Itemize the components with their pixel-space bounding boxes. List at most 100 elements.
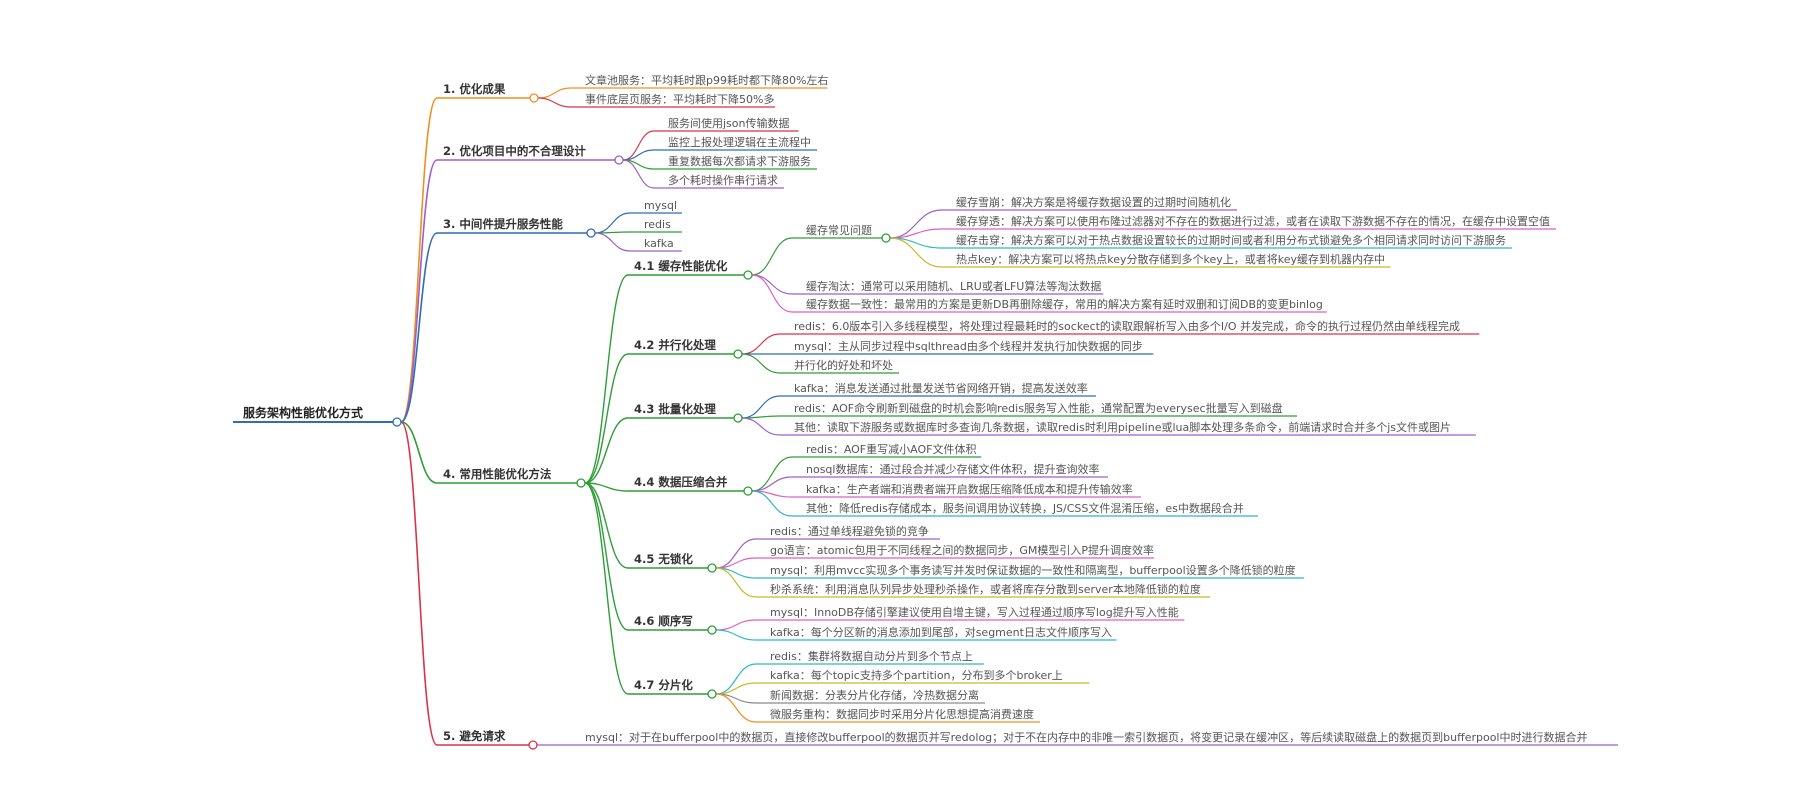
leaf-3-1: mysql [644, 199, 677, 212]
sub-toggle-1[interactable] [743, 270, 753, 280]
leaf-4-5-2: go语言：atomic包用于不同线程之间的数据同步，GM模型引入P提升调度效率 [770, 543, 1154, 557]
main-node-2: 2. 优化项目中的不合理设计 [443, 144, 586, 158]
main-toggle-4[interactable] [576, 478, 586, 488]
sub-link-2 [584, 353, 629, 484]
leaf-4-4-1-link [751, 456, 793, 492]
cache-issue-4-link [889, 237, 943, 268]
main-link-2 [400, 159, 438, 423]
sub-toggle-6[interactable] [707, 625, 717, 635]
leaf-4-6-1: mysql：InnoDB存储引擎建议使用自增主键，写入过程通过顺序写log提升写… [770, 605, 1179, 619]
main-link-5 [400, 421, 438, 746]
leaf-4-3-3-link [741, 417, 781, 436]
leaf-4-7-1: redis：集群将数据自动分片到多个节点上 [770, 649, 973, 663]
leaf-4-4-3: kafka：生产者端和消费者端开启数据压缩降低成本和提升传输效率 [806, 482, 1133, 496]
sub-toggle-2[interactable] [733, 349, 743, 359]
sub-link-5 [584, 482, 629, 569]
leaf-4-7-2: kafka：每个topic支持多个partition，分布到多个broker上 [770, 668, 1063, 682]
sub-node-6: 4.6 顺序写 [634, 614, 693, 628]
leaf-4-2-1: redis：6.0版本引入多线程模型，将处理过程最耗时的sockect的读取跟解… [794, 319, 1460, 333]
leaf-3-2: redis [644, 218, 671, 231]
leaf-4-3-1: kafka：消息发送通过批量发送节省网络开销，提高发送效率 [794, 381, 1088, 395]
leaf-4-5-1: redis：通过单线程避免锁的竞争 [770, 524, 929, 538]
sub-toggle-3[interactable] [733, 413, 743, 423]
sub-link-6 [584, 482, 629, 631]
sub-toggle-7[interactable] [707, 689, 717, 699]
leaf-4-7-1-link [715, 663, 757, 695]
leaf-4-2-2: mysql：主从同步过程中sqlthread由多个线程并发执行加快数据的同步 [794, 339, 1143, 353]
leaf-1-1: 文章池服务：平均耗时跟p99耗时都下降80%左右 [585, 73, 828, 87]
leaf-4-4-2-link [751, 476, 793, 492]
leaf-1-1-link [537, 87, 572, 99]
leaf-4-7-3: 新闻数据：分表分片化存储，冷热数据分离 [770, 688, 979, 702]
leaf-4-4-2: nosql数据库：通过段合并减少存储文件体积，提升查询效率 [806, 462, 1099, 476]
leaf-4-4-4-link [751, 490, 793, 517]
leaf-4-7-4-link [715, 693, 757, 723]
leaf-4-6-2: kafka：每个分区新的消息添加到尾部，对segment日志文件顺序写入 [770, 625, 1112, 639]
node-underlines [233, 87, 1618, 746]
leaf-5-1: mysql：对于在bufferpool中的数据页，直接修改bufferpool的… [585, 730, 1587, 744]
leaf-4-4-1: redis：AOF重写减小AOF文件体积 [806, 442, 976, 456]
sub-node-5: 4.5 无锁化 [634, 552, 693, 566]
cache-issue-3: 缓存击穿：解决方案可以对于热点数据设置较长的过期时间或者利用分布式锁避免多个相同… [956, 233, 1506, 247]
node-labels: 服务架构性能优化方式 1. 优化成果 文章池服务：平均耗时跟p99耗时都下降80%左… [243, 73, 1587, 744]
leaf-2-1: 服务间使用json传输数据 [668, 116, 790, 130]
cache-issue-2: 缓存穿透：解决方案可以使用布隆过滤器对不存在的数据进行过滤，或者在读取下游数据不… [956, 214, 1550, 228]
leaf-4-2-1-link [741, 333, 781, 355]
leaf-4-4-4: 其他：降低redis存储成本，服务间调用协议转换，JS/CSS文件混淆压缩，es… [806, 501, 1244, 515]
leaf-4-2-3-link [741, 353, 781, 374]
leaf-4-5-4-link [715, 567, 757, 598]
leaf-4-3-1-link [741, 395, 781, 419]
sub-link-1 [584, 274, 629, 484]
leaf-2-4-link [622, 159, 655, 189]
sub-node-2: 4.2 并行化处理 [634, 338, 716, 352]
leaf-4-6-2-link [715, 629, 757, 641]
cache-issue-1: 缓存雪崩：解决方案是将缓存数据设置的过期时间随机化 [956, 195, 1231, 209]
main-node-1: 1. 优化成果 [443, 82, 506, 96]
leaf-3-3: kafka [644, 237, 674, 250]
sub-toggle-5[interactable] [707, 563, 717, 573]
leaf-2-4: 多个耗时操作串行请求 [668, 173, 778, 187]
leaf-3-3-link [594, 232, 631, 252]
sub-node-3: 4.3 批量化处理 [634, 402, 716, 416]
cache-issue-4: 热点key：解决方案可以将热点key分散存储到多个key上，或者将key缓存到机… [956, 252, 1385, 266]
main-link-4 [400, 421, 438, 484]
leaf-1-2-link [537, 97, 572, 108]
root-toggle[interactable] [392, 417, 402, 427]
cache-leaf-2-link [751, 274, 793, 295]
main-toggle-3[interactable] [586, 228, 596, 238]
sub-link-3 [584, 417, 629, 484]
main-toggle-5[interactable] [528, 740, 538, 750]
connector-lines [400, 87, 943, 746]
cache-leaf-2: 缓存淘汰：通常可以采用随机、LRU或者LFU算法等淘汰数据 [806, 279, 1101, 293]
leaf-4-5-4: 秒杀系统：利用消息队列异步处理秒杀操作，或者将库存分散到server本地降低锁的… [770, 582, 1201, 596]
main-link-1 [400, 97, 438, 423]
main-link-3 [400, 232, 438, 423]
main-node-5: 5. 避免请求 [443, 729, 506, 743]
leaf-4-2-3: 并行化的好处和坏处 [794, 358, 893, 372]
leaf-4-3-2: redis：AOF命令刷新到磁盘的时机会影响redis服务写入性能，通常配置为e… [794, 401, 1283, 415]
cache-leaf-3: 缓存数据一致性：最常用的方案是更新DB再删除缓存，常用的解决方案有延时双删和订阅… [806, 297, 1323, 311]
leaf-3-1-link [594, 212, 631, 234]
leaf-4-5-3: mysql：利用mvcc实现多个事务读写并发时保证数据的一致性和隔离型，buff… [770, 563, 1296, 577]
cache-issues-link [751, 237, 793, 276]
main-toggle-2[interactable] [614, 155, 624, 165]
main-node-3: 3. 中间件提升服务性能 [443, 217, 563, 231]
leaf-1-2: 事件底层页服务：平均耗时下降50%多 [585, 92, 774, 106]
leaf-4-3-3: 其他：读取下游服务或数据库时多查询几条数据，读取redis时利用pipeline… [794, 420, 1451, 434]
sub-node-7: 4.7 分片化 [634, 678, 693, 692]
sub-node-1: 4.1 缓存性能优化 [634, 259, 728, 273]
sub-link-7 [584, 482, 629, 695]
sub-toggle-4[interactable] [743, 486, 753, 496]
main-toggle-1[interactable] [529, 93, 539, 103]
root-node-label: 服务架构性能优化方式 [243, 405, 363, 420]
sub-node-4: 4.4 数据压缩合并 [634, 475, 728, 489]
leaf-2-2: 监控上报处理逻辑在主流程中 [668, 135, 811, 149]
leaf-4-7-4: 微服务重构：数据同步时采用分片化思想提高消费速度 [770, 707, 1034, 721]
cache-issues-toggle[interactable] [881, 233, 891, 243]
leaf-2-3: 重复数据每次都请求下游服务 [668, 154, 811, 168]
cache-leaf-3-link [751, 274, 793, 313]
cache-issues-node: 缓存常见问题 [806, 223, 872, 237]
sub-link-4 [584, 482, 629, 492]
node-toggles [392, 93, 891, 750]
main-node-4: 4. 常用性能优化方法 [443, 467, 552, 481]
